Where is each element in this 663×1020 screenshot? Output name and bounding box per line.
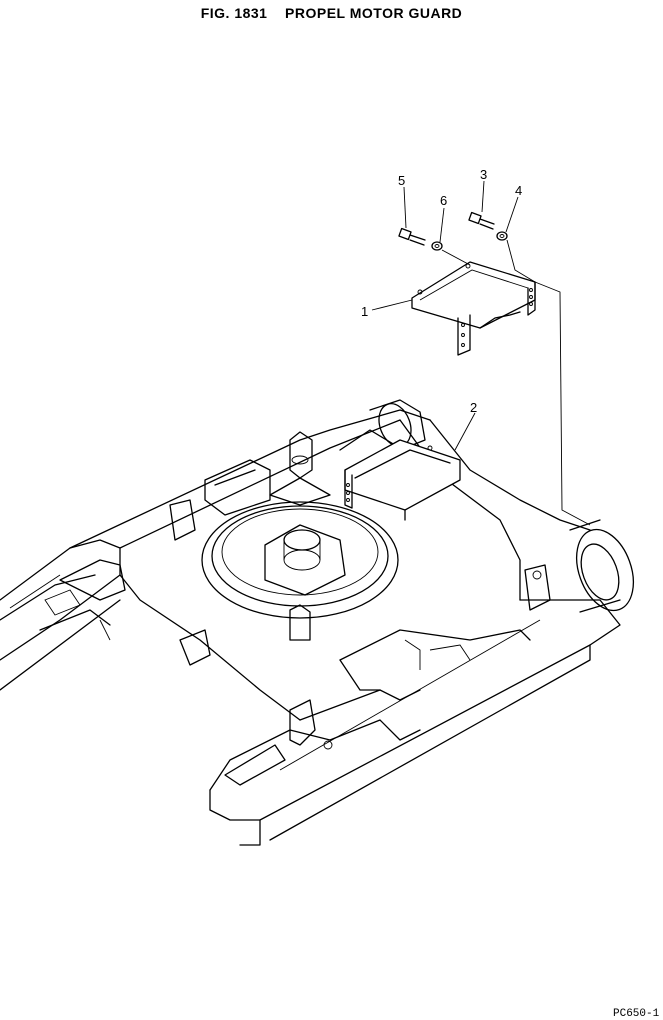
bolt-3: [468, 211, 495, 230]
callout-1: 1: [361, 304, 368, 319]
callout-6: 6: [440, 193, 447, 208]
callout-3: 3: [480, 167, 487, 182]
callout-5: 5: [398, 173, 405, 188]
assembly-lines: [371, 180, 591, 526]
callout-4: 4: [515, 183, 522, 198]
page-title: FIG. 1831 PROPEL MOTOR GUARD: [200, 5, 463, 21]
callout-2: 2: [470, 400, 477, 415]
track-frame: [0, 399, 634, 846]
installed-guard: [344, 439, 461, 521]
washer-4: [496, 231, 508, 241]
exploded-guard: [411, 261, 536, 356]
washer-6: [431, 241, 443, 251]
bolt-5: [398, 227, 426, 246]
corner-code: PC650-1: [613, 1008, 660, 1020]
